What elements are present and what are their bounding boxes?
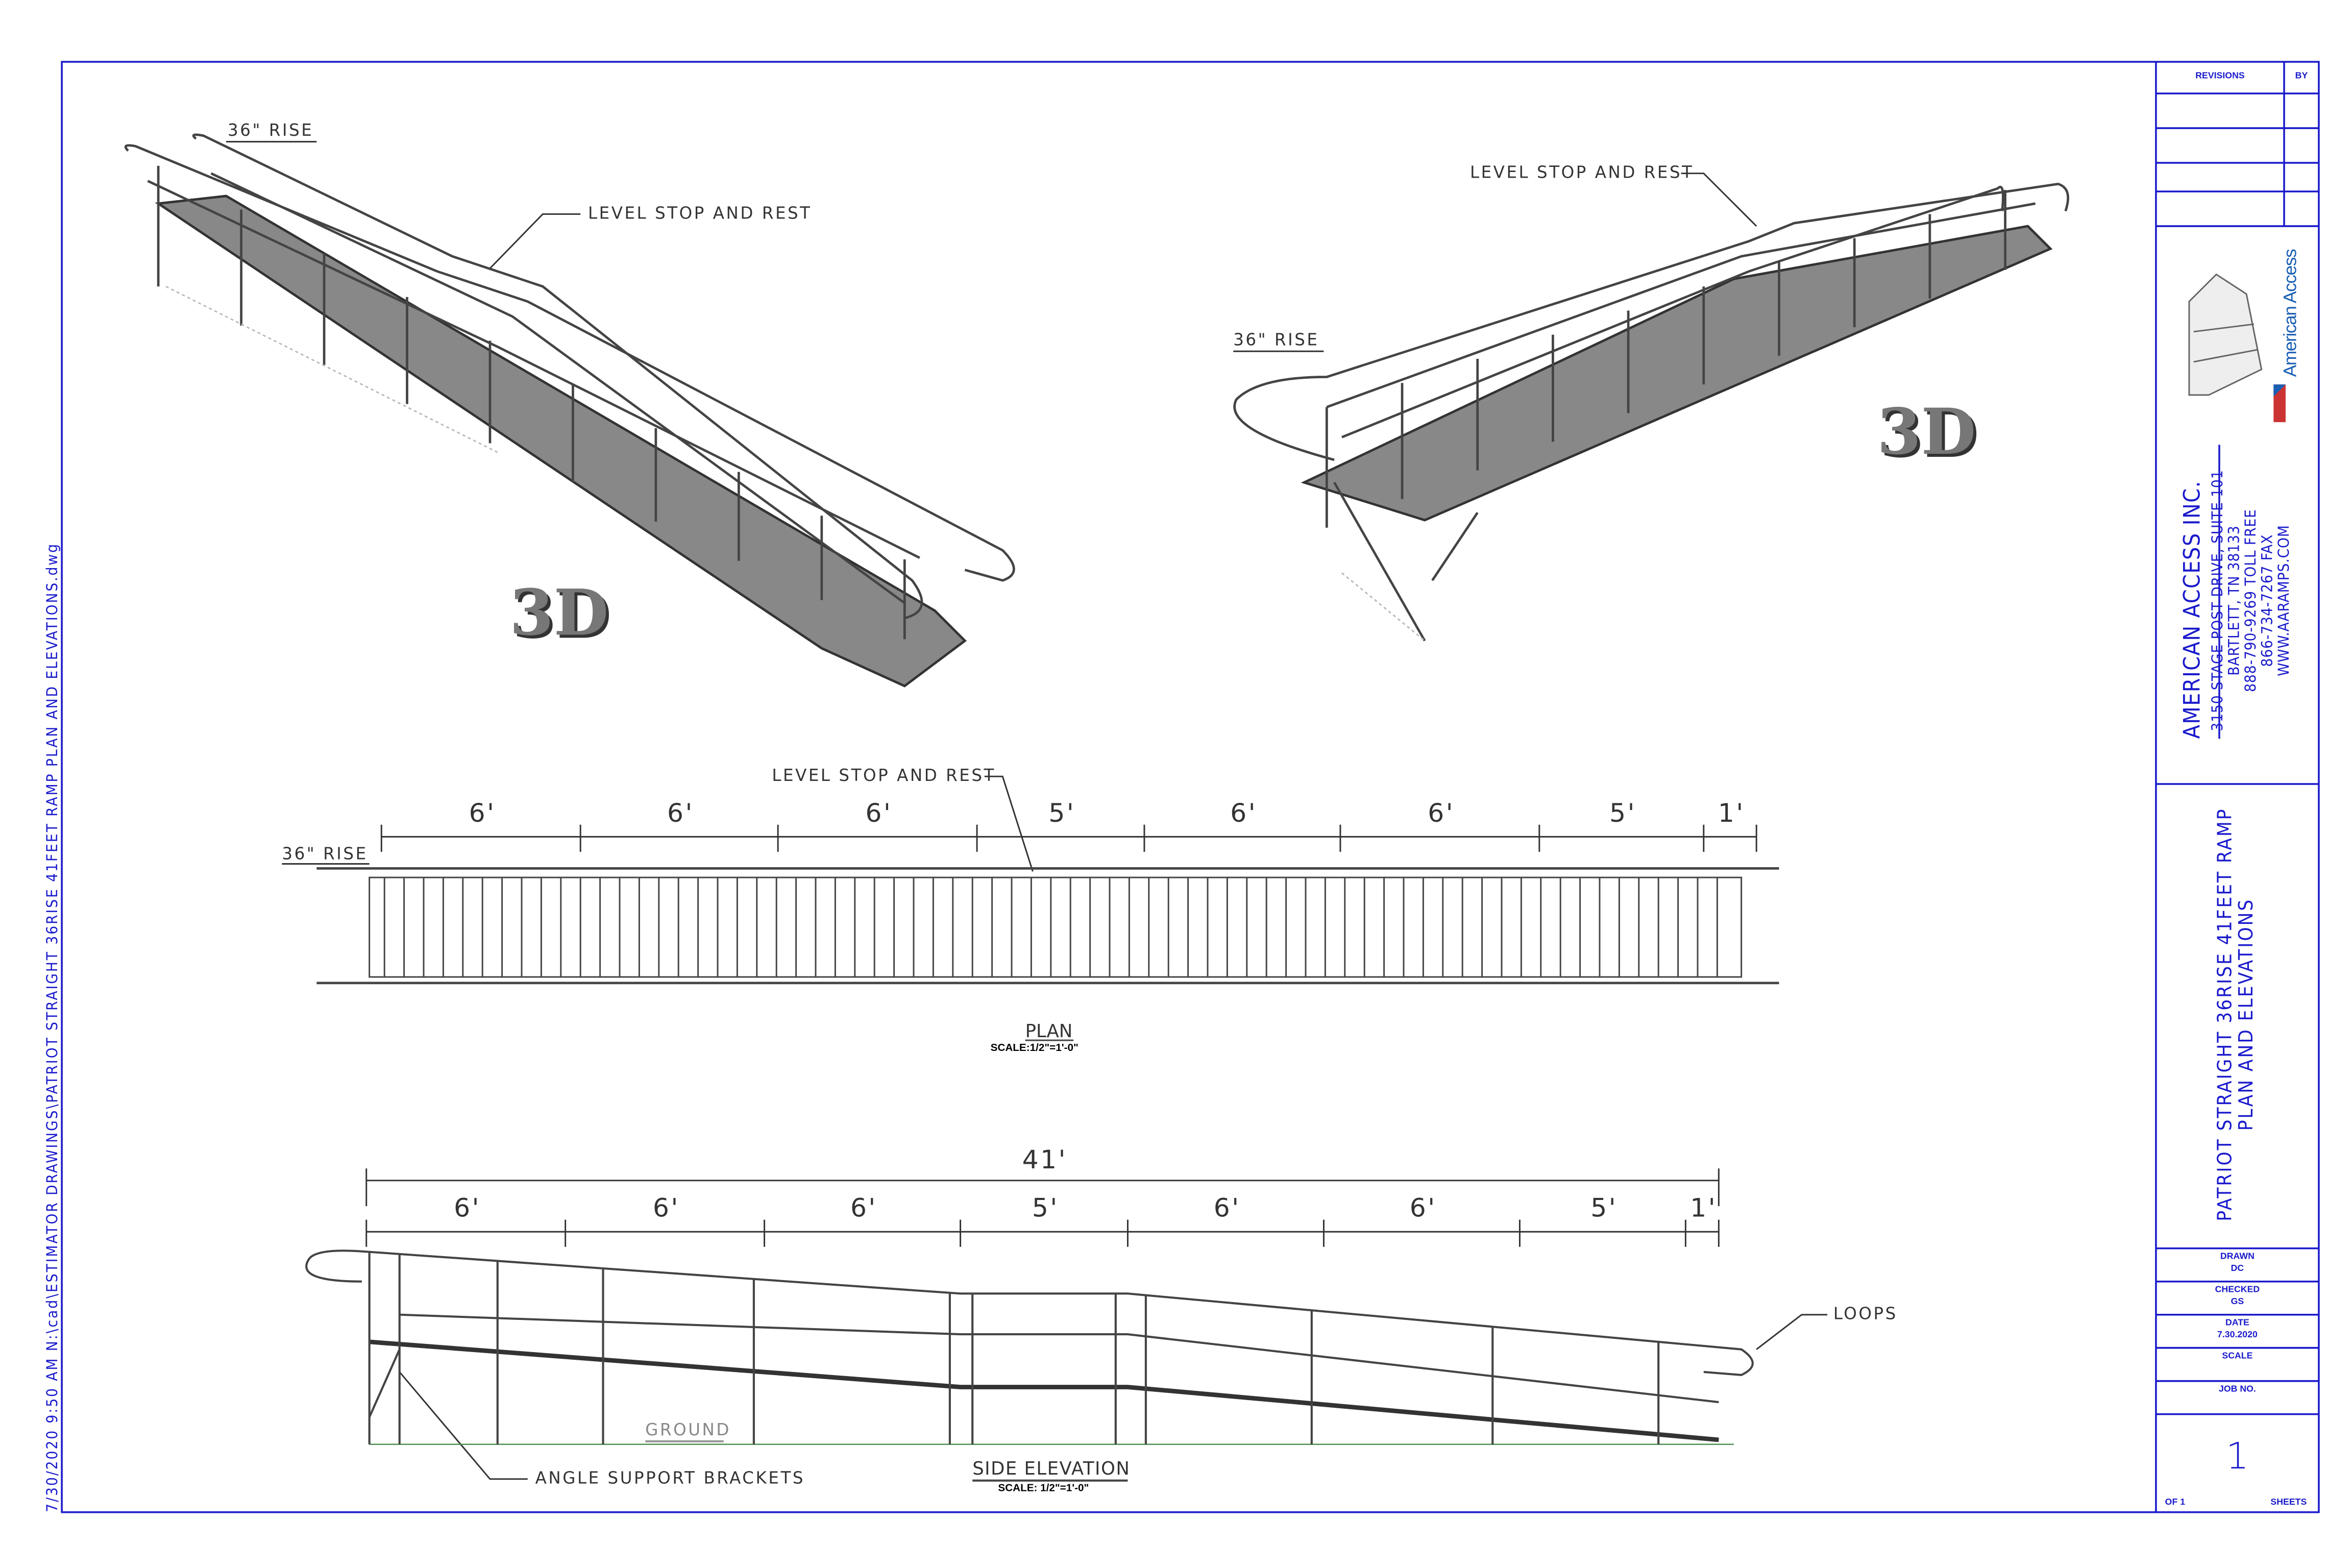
elevation-scale: SCALE: 1/2"=1'-0" — [998, 1483, 1089, 1494]
logo-wordmark: American Access — [2280, 249, 2301, 377]
plan-title: PLAN — [1025, 1020, 1073, 1042]
revisions-header: REVISIONS — [2195, 72, 2245, 82]
rise-label-right: 36" RISE — [1233, 330, 1319, 350]
date-label: DATE — [2225, 1319, 2249, 1329]
side-elevation-view — [305, 1168, 1754, 1482]
plan-rise-label: 36" RISE — [282, 844, 368, 864]
scale-label: SCALE — [2222, 1352, 2253, 1362]
plan-segment-label: 6' — [1230, 799, 1258, 829]
plan-segment-label: 5' — [1609, 799, 1637, 829]
elevation-title: SIDE ELEVATION — [972, 1458, 1131, 1479]
elevation-segment-label: 6' — [454, 1194, 481, 1224]
plan-segment-label: 6' — [469, 799, 496, 829]
company-name: AMERICAN ACCESS INC. — [2178, 480, 2206, 739]
phone-toll-free: 888-790-9269 TOLL FREE — [2243, 509, 2260, 692]
drawing-title: PATRIOT STRAIGHT 36RISE 41FEET RAMP PLAN… — [2215, 807, 2259, 1221]
plan-segment-label: 1' — [1718, 799, 1745, 829]
company-address: 3150 STAGE POST DRIVE, SUITE 101 BARTLET… — [2210, 470, 2293, 731]
checked-field: CHECKED GS — [2156, 1285, 2319, 1309]
3d-badge-left: 3D — [509, 576, 609, 650]
sheet-number: 1 — [2225, 1435, 2249, 1478]
plan-segment-label: 6' — [865, 799, 893, 829]
company-logo — [2188, 273, 2286, 423]
elevation-segment-label: 5' — [1590, 1194, 1618, 1224]
date-value: 7.30.2020 — [2217, 1331, 2258, 1340]
plan-segment-label: 6' — [667, 799, 694, 829]
plan-scale: SCALE:1/2"=1'-0" — [990, 1043, 1079, 1054]
address-city: BARTLETT, TN 38133 — [2226, 525, 2244, 676]
elevation-segment-label: 6' — [652, 1194, 680, 1224]
sheets-label: SHEETS — [2270, 1499, 2307, 1508]
sheet-of: OF 1 — [2165, 1499, 2186, 1508]
drawn-field: DRAWN DC — [2156, 1252, 2319, 1276]
website: WWW.AARAMPS.COM — [2276, 525, 2293, 676]
address-line: 3150 STAGE POST DRIVE, SUITE 101 — [2210, 470, 2227, 731]
drawing-title-line2: PLAN AND ELEVATIONS — [2236, 898, 2259, 1131]
rise-label-left: 36" RISE — [228, 120, 314, 140]
angle-brackets-note: ANGLE SUPPORT BRACKETS — [535, 1468, 805, 1488]
level-stop-note-left: LEVEL STOP AND REST — [587, 203, 812, 224]
isometric-view-right — [1233, 182, 2069, 642]
level-stop-note-right: LEVEL STOP AND REST — [1469, 163, 1694, 183]
sheet-border — [61, 61, 2320, 1513]
isometric-view-left — [124, 133, 1015, 688]
date-field: DATE 7.30.2020 — [2156, 1318, 2319, 1342]
drawing-title-line1: PATRIOT STRAIGHT 36RISE 41FEET RAMP — [2215, 807, 2238, 1221]
elevation-segment-label: 1' — [1690, 1194, 1718, 1224]
drawn-value: DC — [2231, 1265, 2244, 1274]
elevation-segment-label: 6' — [1213, 1194, 1241, 1224]
job-number-label: JOB NO. — [2218, 1385, 2256, 1395]
elevation-segment-label: 5' — [1032, 1194, 1059, 1224]
checked-label: CHECKED — [2215, 1286, 2260, 1295]
by-header: BY — [2295, 72, 2308, 82]
plan-level-stop-note: LEVEL STOP AND REST — [772, 766, 996, 786]
plan-view — [316, 824, 1779, 1041]
drawn-label: DRAWN — [2220, 1253, 2255, 1262]
elevation-segment-label: 6' — [850, 1194, 877, 1224]
ground-label: GROUND — [645, 1420, 731, 1440]
fax: 866-734-7267 FAX — [2260, 534, 2277, 667]
3d-badge-right: 3D — [1877, 395, 1976, 469]
elevation-segment-label: 6' — [1409, 1194, 1437, 1224]
plan-segment-label: 6' — [1428, 799, 1455, 829]
elevation-total-length: 41' — [1022, 1145, 1068, 1176]
file-path-stamp: 7/30/2020 9:50 AM N:\cad\ESTIMATOR DRAWI… — [45, 543, 62, 1512]
leader-lines — [226, 141, 1828, 1480]
loops-note: LOOPS — [1833, 1304, 1898, 1324]
checked-value: GS — [2231, 1298, 2244, 1307]
plan-segment-label: 5' — [1048, 799, 1076, 829]
